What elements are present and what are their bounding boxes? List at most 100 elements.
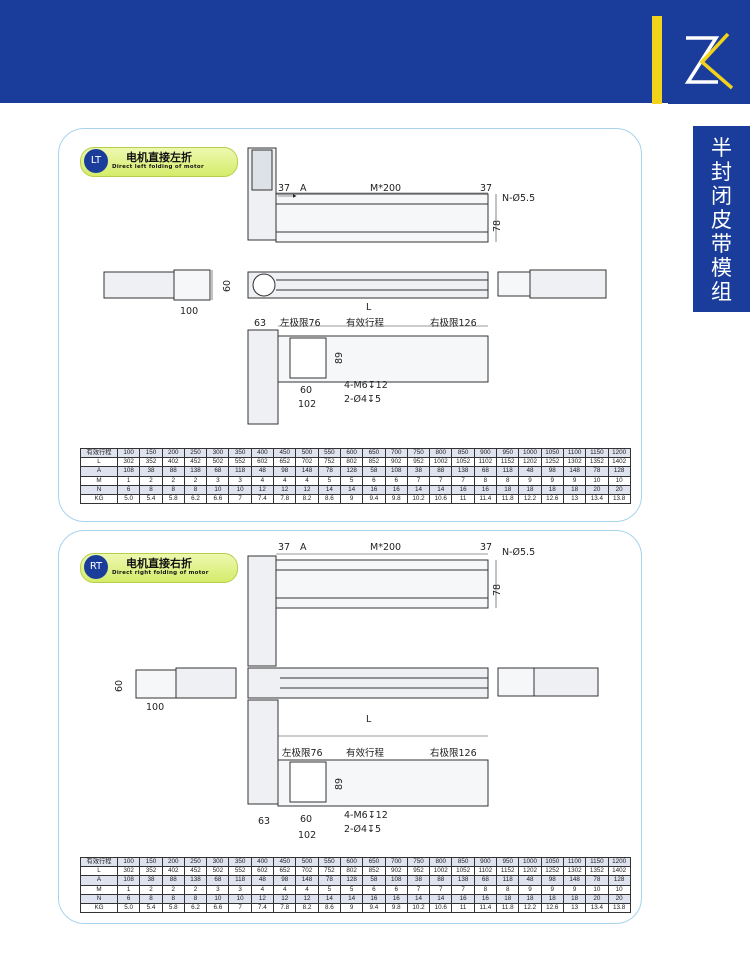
table-cell: 1100 — [562, 856, 587, 868]
rail-top-view — [275, 559, 489, 609]
table-cell: 8.2 — [295, 494, 319, 505]
table-cell: 7 — [406, 884, 431, 895]
table-cell: 1402 — [607, 866, 631, 877]
table-cell: 138 — [451, 466, 475, 477]
zk-logo-icon — [684, 32, 734, 90]
table-cell: 13.4 — [585, 494, 609, 505]
header-bar — [0, 0, 750, 103]
table-cell: 118 — [496, 875, 520, 886]
side-title-char: 模 — [711, 256, 732, 280]
row-header: N — [80, 893, 118, 905]
table-cell: 108 — [384, 875, 408, 886]
table-cell: 98 — [540, 875, 564, 886]
table-cell: 7 — [451, 884, 475, 895]
table-cell: 14 — [406, 893, 431, 905]
table-cell: 502 — [206, 866, 230, 877]
table-cell: 7.8 — [273, 903, 297, 914]
table-cell: 7 — [429, 884, 453, 895]
table-cell: 18 — [518, 893, 542, 905]
table-cell: 902 — [384, 866, 408, 877]
table-cell: 138 — [183, 466, 208, 477]
table-cell: 10 — [585, 475, 609, 486]
table-cell: 5.4 — [139, 903, 163, 914]
dim-m6: 4-M6↧12 — [344, 810, 388, 821]
dim-right-limit: 右极限126 — [430, 747, 477, 759]
table-cell: 9 — [562, 884, 587, 895]
table-cell: 602 — [250, 457, 275, 468]
table-cell: 13.8 — [607, 903, 631, 914]
row-header: 有效行程 — [80, 447, 118, 459]
table-cell: 650 — [362, 856, 386, 868]
table-cell: 852 — [362, 457, 386, 468]
table-cell: 600 — [339, 447, 364, 459]
table-cell: 950 — [496, 856, 520, 868]
motor-body-bottom — [247, 699, 279, 805]
dim-60b: 60 — [300, 814, 312, 825]
table-cell: 500 — [295, 856, 319, 868]
dim-n-hole: N-Ø5.5 — [502, 547, 535, 558]
table-cell: 11 — [451, 903, 475, 914]
table-cell: 802 — [339, 457, 364, 468]
table-cell: 12.2 — [518, 494, 542, 505]
table-cell: 1 — [116, 475, 141, 486]
drawing-lt — [103, 147, 607, 425]
table-cell: 5.0 — [116, 494, 141, 505]
table-cell: 8 — [161, 893, 185, 905]
table-cell: 402 — [161, 457, 185, 468]
table-cell: 88 — [429, 875, 453, 886]
table-cell: 128 — [339, 875, 364, 886]
motor-side-left — [135, 669, 177, 699]
row-header: KG — [80, 903, 118, 914]
section-title-cn-lt: 电机直接左折 — [126, 151, 192, 164]
table-cell: 10 — [228, 484, 252, 496]
dim-a: A — [300, 183, 307, 194]
table-cell: 1402 — [607, 457, 631, 468]
table-cell: 1102 — [473, 457, 498, 468]
table-cell: 18 — [496, 484, 520, 496]
table-cell: 20 — [607, 893, 631, 905]
table-cell: 12 — [295, 893, 319, 905]
motor-side-right — [497, 667, 535, 697]
table-cell: 8 — [473, 884, 498, 895]
table-cell: 12.2 — [518, 903, 542, 914]
dim-37-right: 37 — [480, 183, 492, 194]
table-cell: 14 — [339, 484, 364, 496]
table-cell: 850 — [451, 856, 475, 868]
table-cell: 98 — [540, 466, 564, 477]
dim-l: L — [366, 714, 372, 725]
table-cell: 38 — [139, 466, 163, 477]
table-cell: 800 — [429, 856, 453, 868]
table-cell: 852 — [362, 866, 386, 877]
dim-m200: M*200 — [370, 183, 401, 194]
table-cell: 3 — [228, 475, 252, 486]
dim-37-left: 37 — [278, 542, 290, 553]
table-cell: 78 — [585, 875, 609, 886]
table-cell: 7.8 — [273, 494, 297, 505]
table-cell: 14 — [317, 484, 341, 496]
table-cell: 500 — [295, 447, 319, 459]
table-cell: 16 — [384, 484, 408, 496]
table-cell: 250 — [183, 447, 208, 459]
table-cell: 1000 — [518, 447, 542, 459]
table-cell: 9.8 — [384, 494, 408, 505]
table-cell: 5.4 — [139, 494, 163, 505]
table-cell: 4 — [273, 475, 297, 486]
table-cell: 150 — [139, 856, 163, 868]
table-cell: 6 — [384, 884, 408, 895]
table-cell: 450 — [273, 447, 297, 459]
table-cell: 148 — [562, 466, 587, 477]
table-cell: 1302 — [562, 866, 587, 877]
table-cell: 12 — [250, 484, 275, 496]
table-cell: 6.6 — [206, 903, 230, 914]
table-cell: 7.4 — [250, 494, 275, 505]
table-cell: 1052 — [451, 457, 475, 468]
table-cell: 10 — [206, 893, 230, 905]
table-cell: 20 — [607, 484, 631, 496]
table-cell: 100 — [116, 856, 141, 868]
dim-stroke: 有效行程 — [346, 317, 385, 329]
table-cell: 88 — [161, 466, 185, 477]
